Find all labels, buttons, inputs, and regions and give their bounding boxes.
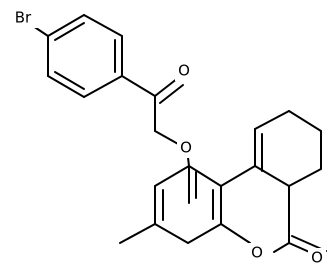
bromine-label: Br: [15, 9, 32, 27]
ketone-oxygen-label: O: [178, 62, 190, 80]
ether-oxygen-label: O: [180, 139, 192, 157]
side-chain-bonds: [29, 23, 190, 167]
lactone-carbonyl-oxygen-label: O: [311, 249, 323, 267]
atom-labels: Br O O O O: [10, 8, 326, 268]
ring-oxygen-label: O: [251, 244, 263, 262]
chromenone-core: [119, 110, 327, 259]
bromophenyl-ring: [47, 14, 123, 98]
